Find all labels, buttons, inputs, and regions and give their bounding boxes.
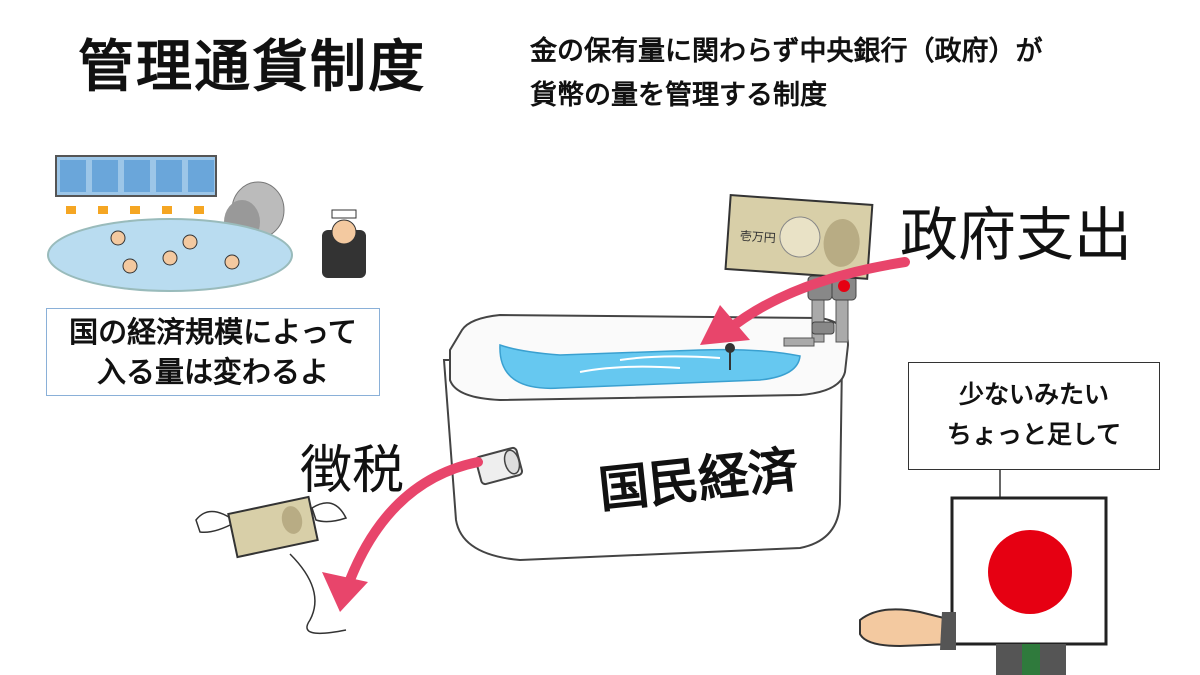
economy-size-callout: 国の経済規模によって 入る量は変わるよ	[46, 308, 380, 396]
japan-flag-person	[859, 470, 1108, 675]
page-subtitle: 金の保有量に関わらず中央銀行（政府）が 貨幣の量を管理する制度	[530, 30, 1042, 118]
government-spending-label: 政府支出	[900, 201, 1133, 269]
subtitle-line-2: 貨幣の量を管理する制度	[530, 80, 827, 111]
flag-sun-icon	[988, 530, 1072, 614]
callout-line-2: 入る量は変わるよ	[96, 355, 329, 389]
speech-line-2: ちょっと足して	[946, 420, 1122, 449]
taxation-label: 徴税	[300, 441, 405, 501]
tax-arrow	[322, 457, 483, 612]
speech-line-1: 少ないみたい	[958, 380, 1109, 409]
speech-bubble: 少ないみたい ちょっと足して	[908, 362, 1160, 470]
spending-arrow	[700, 257, 910, 345]
page-title: 管理通貨制度	[78, 35, 426, 100]
flying-banknote-icon	[195, 495, 348, 635]
subtitle-line-1: 金の保有量に関わらず中央銀行（政府）が	[530, 36, 1043, 67]
callout-line-1: 国の経済規模によって	[69, 315, 357, 349]
banknote-icon: 壱万円	[724, 193, 874, 280]
bathtub	[442, 313, 850, 562]
hot-spring-illustration	[47, 155, 366, 292]
banknote-label: 壱万円	[739, 229, 776, 245]
